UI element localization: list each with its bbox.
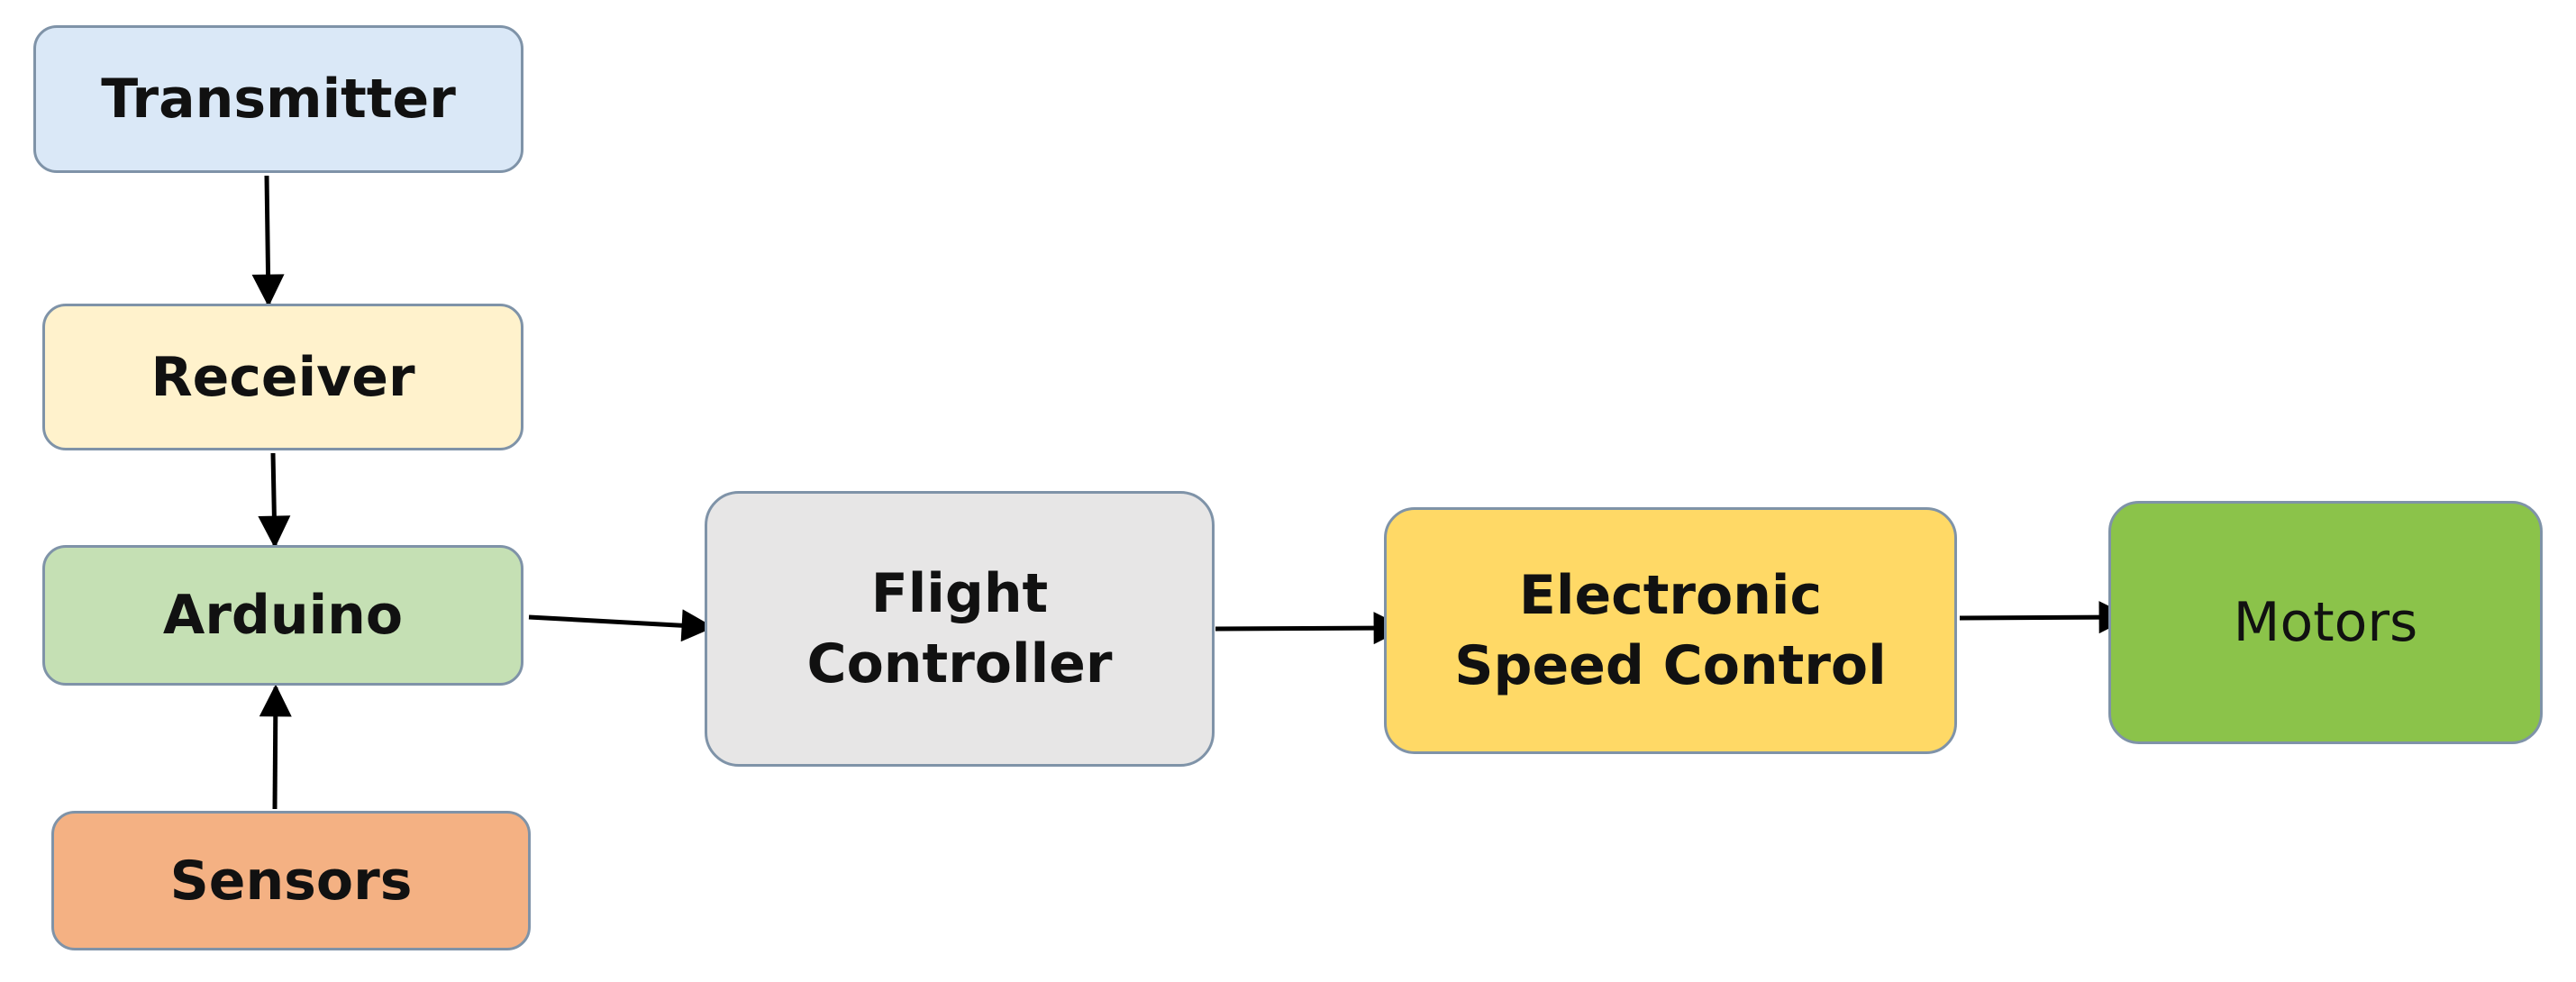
arduino-label: Arduino bbox=[162, 584, 404, 647]
flight-controller-label-line2: Controller bbox=[806, 632, 1113, 696]
esc-label-line1: Electronic bbox=[1518, 564, 1823, 627]
arduino-node: Arduino bbox=[42, 545, 523, 686]
transmitter-label: Transmitter bbox=[101, 68, 456, 131]
arrow-sensors-to-arduino bbox=[259, 684, 292, 810]
sensors-node: Sensors bbox=[51, 811, 531, 950]
receiver-label: Receiver bbox=[150, 345, 415, 409]
motors-node: Motors bbox=[2108, 501, 2543, 744]
motors-label: Motors bbox=[2233, 591, 2418, 654]
arrow-arduino-to-flight-controller bbox=[528, 609, 715, 642]
esc-node: Electronic Speed Control bbox=[1384, 507, 1957, 754]
transmitter-node: Transmitter bbox=[33, 25, 523, 173]
esc-label-line2: Speed Control bbox=[1454, 634, 1887, 697]
arrow-receiver-to-arduino bbox=[258, 452, 291, 549]
arrow-transmitter-to-receiver bbox=[251, 175, 285, 307]
sensors-label: Sensors bbox=[169, 849, 413, 913]
arrow-esc-to-motors bbox=[1959, 601, 2132, 634]
flight-controller-node: Flight Controller bbox=[705, 491, 1215, 767]
flight-controller-label-line1: Flight bbox=[870, 562, 1049, 625]
receiver-node: Receiver bbox=[42, 304, 523, 450]
arrow-flight-controller-to-esc bbox=[1215, 612, 1406, 645]
